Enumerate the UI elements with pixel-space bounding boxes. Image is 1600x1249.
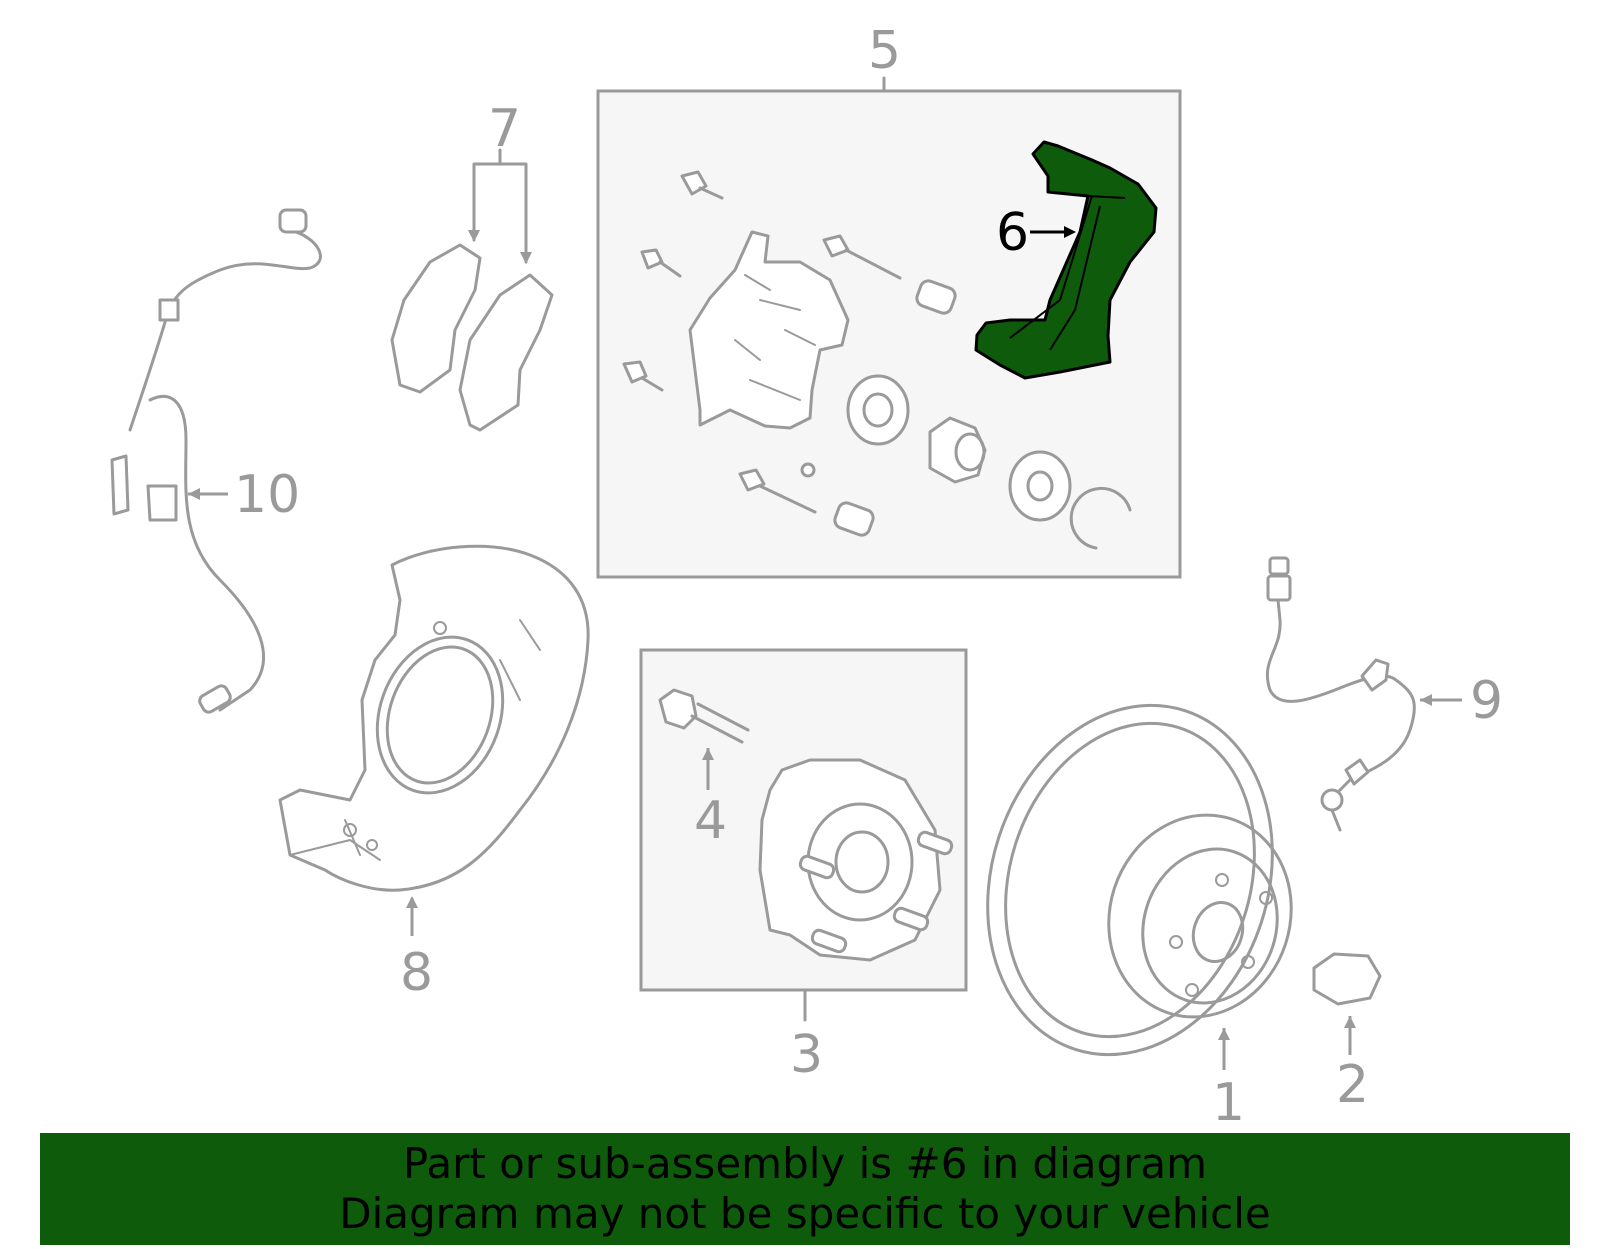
callout-9: 9 — [1470, 671, 1503, 731]
caliper-body — [688, 230, 850, 430]
callout-5: 5 — [868, 21, 901, 81]
callout-2: 2 — [1336, 1055, 1369, 1115]
brake-rotor-part-1 — [986, 703, 1293, 1070]
brake-hose-part-9 — [1265, 556, 1462, 832]
callout-7: 7 — [488, 99, 521, 159]
caliper-seals-piston — [846, 374, 1132, 550]
callout-6: 6 — [996, 203, 1029, 263]
callout-8: 8 — [400, 943, 433, 1003]
brake-pads-part-7 — [390, 148, 554, 432]
footer-banner: Part or sub-assembly is #6 in diagram Di… — [40, 1133, 1570, 1245]
lug-nut-part-2 — [1312, 952, 1382, 1055]
banner-line-disclaimer: Diagram may not be specific to your vehi… — [339, 1189, 1271, 1238]
caliper-bolts — [622, 170, 957, 537]
callout-1: 1 — [1212, 1073, 1245, 1133]
dust-shield-part-8 — [278, 544, 590, 936]
hub-bolt-part-4 — [658, 688, 750, 790]
callout-10: 10 — [234, 465, 300, 525]
callout-4: 4 — [694, 791, 727, 851]
caliper-bracket-part-6 — [974, 140, 1158, 380]
abs-sensor-part-10 — [110, 208, 322, 714]
banner-line-part-number: Part or sub-assembly is #6 in diagram — [402, 1139, 1208, 1188]
callout-3: 3 — [790, 1025, 823, 1085]
hub-assembly — [758, 758, 954, 962]
